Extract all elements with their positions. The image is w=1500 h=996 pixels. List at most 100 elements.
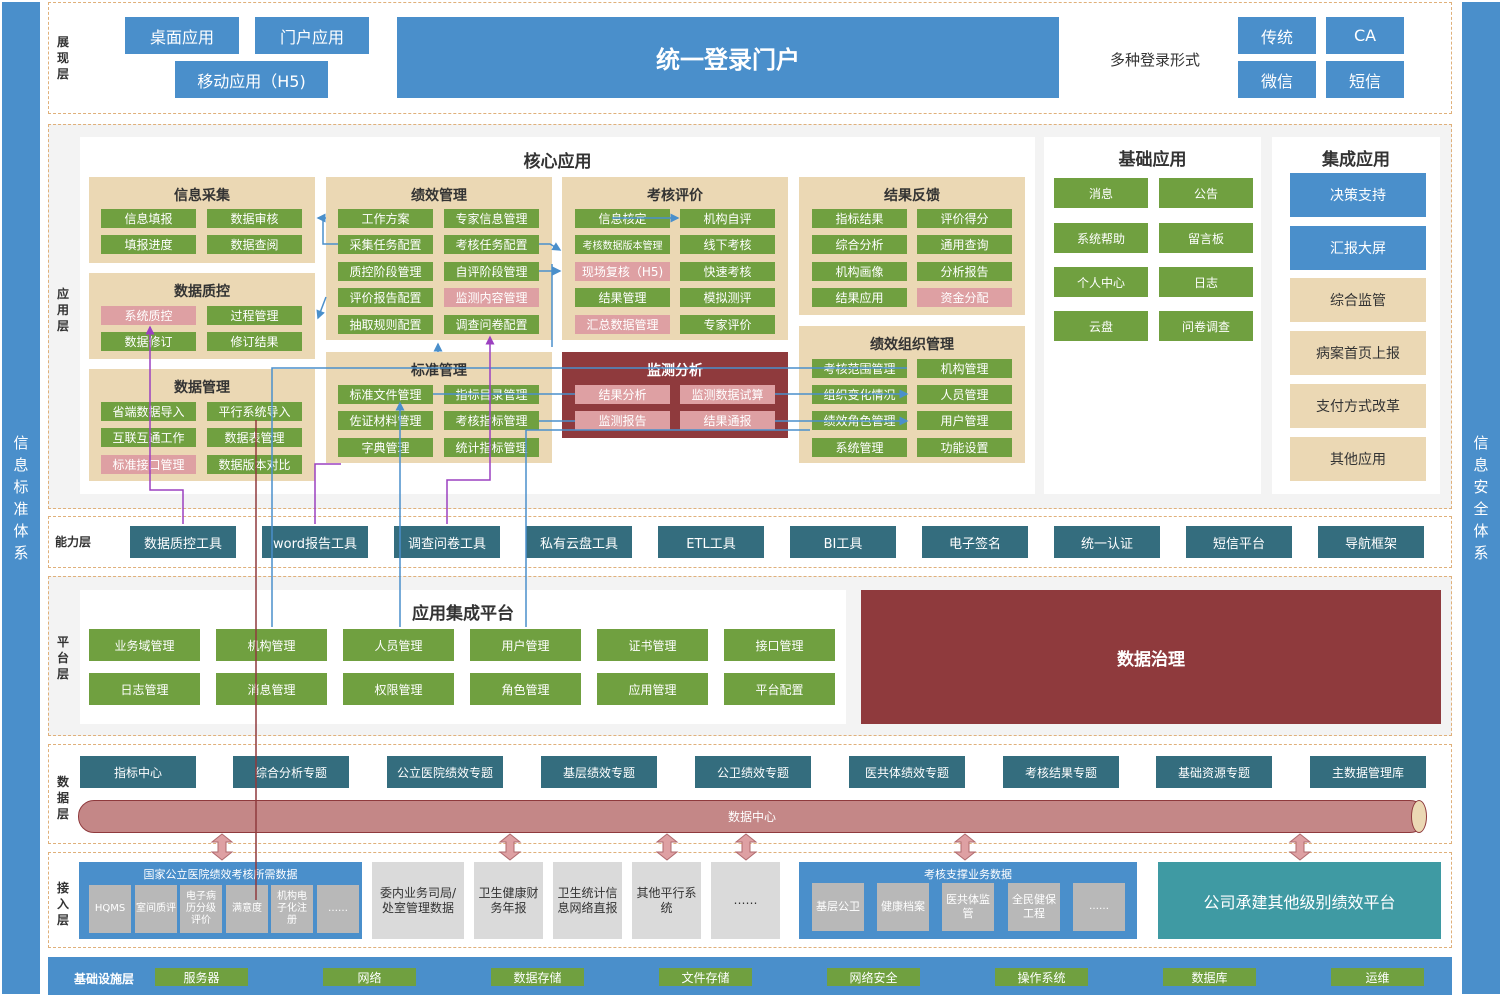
etl-tool-button[interactable]: ETL工具 (658, 526, 764, 558)
message-button[interactable]: 消息 (1054, 178, 1148, 208)
grassroots-topic-button[interactable]: 基层绩效专题 (541, 756, 657, 788)
work-plan-button[interactable]: 工作方案 (338, 209, 433, 228)
domain-mgmt-button[interactable]: 业务域管理 (89, 629, 200, 661)
public-health-topic-button[interactable]: 公卫绩效专题 (695, 756, 811, 788)
word-report-tool-button[interactable]: word报告工具 (262, 526, 368, 558)
org-profile-button[interactable]: 机构画像 (812, 262, 907, 281)
server-item[interactable]: 服务器 (155, 968, 248, 986)
staff-mgmt-button[interactable]: 人员管理 (917, 385, 1012, 404)
scope-mgmt-button[interactable]: 考核范围管理 (812, 359, 907, 378)
platform-staff-mgmt-button[interactable]: 人员管理 (343, 629, 454, 661)
expert-eval-button[interactable]: 专家评价 (680, 315, 775, 334)
permission-mgmt-button[interactable]: 权限管理 (343, 673, 454, 705)
stat-network-box[interactable]: 卫生统计信息网络直报 (553, 862, 622, 939)
data-audit-button[interactable]: 数据审核 (207, 209, 302, 228)
collect-task-button[interactable]: 采集任务配置 (338, 235, 433, 254)
assess-task-button[interactable]: 考核任务配置 (444, 235, 539, 254)
org-self-eval-button[interactable]: 机构自评 (680, 209, 775, 228)
overall-topic-button[interactable]: 综合分析专题 (233, 756, 349, 788)
cert-mgmt-button[interactable]: 证书管理 (597, 629, 708, 661)
data-revise-button[interactable]: 数据修订 (101, 332, 196, 351)
org-mgmt-button[interactable]: 机构管理 (917, 359, 1012, 378)
data-governance-block[interactable]: 数据治理 (861, 590, 1441, 724)
overall-analysis-button[interactable]: 综合分析 (812, 235, 907, 254)
company-platform-block[interactable]: 公司承建其他级别绩效平台 (1158, 862, 1441, 939)
cloud-tool-button[interactable]: 私有云盘工具 (526, 526, 632, 558)
mobile-app-button[interactable]: 移动应用（H5) (175, 61, 328, 98)
revise-result-button[interactable]: 修订结果 (207, 332, 302, 351)
desktop-app-button[interactable]: 桌面应用 (125, 17, 239, 54)
access-more-box[interactable]: …… (711, 862, 780, 939)
interface-mgmt-button[interactable]: 接口管理 (724, 629, 835, 661)
unified-login-portal[interactable]: 统一登录门户 (397, 17, 1059, 98)
dictionary-button[interactable]: 字典管理 (338, 438, 433, 457)
ops-item[interactable]: 运维 (1331, 968, 1424, 986)
fund-allocation-button[interactable]: 资金分配 (917, 288, 1012, 307)
guestbook-button[interactable]: 留言板 (1159, 223, 1253, 253)
satisfaction-box[interactable]: 满意度 (226, 885, 268, 933)
sms-platform-button[interactable]: 短信平台 (1186, 526, 1292, 558)
payment-reform-button[interactable]: 支付方式改革 (1290, 384, 1426, 428)
notice-button[interactable]: 公告 (1159, 178, 1253, 208)
assess-indicator-button[interactable]: 考核指标管理 (444, 411, 539, 430)
function-setting-button[interactable]: 功能设置 (917, 438, 1012, 457)
mock-eval-button[interactable]: 模拟测评 (680, 288, 775, 307)
stat-indicator-button[interactable]: 统计指标管理 (444, 438, 539, 457)
survey-button[interactable]: 问卷调查 (1159, 311, 1253, 341)
other-app-button[interactable]: 其他应用 (1290, 437, 1426, 481)
database-item[interactable]: 数据库 (1163, 968, 1256, 986)
other-parallel-box[interactable]: 其他平行系统 (632, 862, 701, 939)
parallel-import-button[interactable]: 平行系统导入 (207, 402, 302, 421)
report-screen-button[interactable]: 汇报大屏 (1290, 226, 1426, 270)
master-data-button[interactable]: 主数据管理库 (1310, 756, 1426, 788)
monitor-trial-button[interactable]: 监测数据试算 (680, 385, 775, 404)
process-mgmt-button[interactable]: 过程管理 (207, 306, 302, 325)
internal-dept-data-box[interactable]: 委内业务司局/处室管理数据 (372, 862, 464, 939)
app-mgmt-button[interactable]: 应用管理 (597, 673, 708, 705)
result-mgmt-button[interactable]: 结果管理 (575, 288, 670, 307)
bi-tool-button[interactable]: BI工具 (790, 526, 896, 558)
std-file-button[interactable]: 标准文件管理 (338, 385, 433, 404)
std-interface-button[interactable]: 标准接口管理 (101, 455, 196, 474)
data-storage-item[interactable]: 数据存储 (491, 968, 584, 986)
log-button[interactable]: 日志 (1159, 267, 1253, 297)
indicator-center-button[interactable]: 指标中心 (80, 756, 196, 788)
general-query-button[interactable]: 通用查询 (917, 235, 1012, 254)
grassroots-public-health-box[interactable]: 基层公卫 (812, 883, 864, 931)
survey-tool-button[interactable]: 调查问卷工具 (394, 526, 500, 558)
platform-user-mgmt-button[interactable]: 用户管理 (470, 629, 581, 661)
assess-data-version-button[interactable]: 考核数据版本管理 (575, 235, 670, 254)
province-import-button[interactable]: 省端数据导入 (101, 402, 196, 421)
role-mgmt-button[interactable]: 角色管理 (470, 673, 581, 705)
log-mgmt-button[interactable]: 日志管理 (89, 673, 200, 705)
fill-progress-button[interactable]: 填报进度 (101, 235, 196, 254)
os-item[interactable]: 操作系统 (995, 968, 1088, 986)
login-sms-button[interactable]: 短信 (1326, 61, 1404, 98)
portal-app-button[interactable]: 门户应用 (255, 17, 369, 54)
version-compare-button[interactable]: 数据版本对比 (207, 455, 302, 474)
extract-rule-button[interactable]: 抽取规则配置 (338, 315, 433, 334)
network-security-item[interactable]: 网络安全 (827, 968, 920, 986)
login-ca-button[interactable]: CA (1326, 17, 1404, 54)
system-qc-button[interactable]: 系统质控 (101, 306, 196, 325)
medical-community-topic-button[interactable]: 医共体绩效专题 (849, 756, 965, 788)
e-sign-button[interactable]: 电子签名 (922, 526, 1028, 558)
case-upload-button[interactable]: 病案首页上报 (1290, 331, 1426, 375)
survey-config-button[interactable]: 调查问卷配置 (444, 315, 539, 334)
community-supervision-box[interactable]: 医共体监管 (942, 883, 994, 931)
evidence-mgmt-button[interactable]: 佐证材料管理 (338, 411, 433, 430)
report-config-button[interactable]: 评价报告配置 (338, 288, 433, 307)
national-more-box[interactable]: …… (317, 885, 359, 933)
analysis-report-button[interactable]: 分析报告 (917, 262, 1012, 281)
eval-score-button[interactable]: 评价得分 (917, 209, 1012, 228)
supervision-button[interactable]: 综合监管 (1290, 278, 1426, 322)
monitor-content-button[interactable]: 监测内容管理 (444, 288, 539, 307)
hqms-box[interactable]: HQMS (89, 885, 131, 933)
network-item[interactable]: 网络 (323, 968, 416, 986)
support-more-box[interactable]: …… (1073, 883, 1125, 931)
finance-report-box[interactable]: 卫生健康财务年报 (474, 862, 543, 939)
e-registration-box[interactable]: 机构电子化注册 (271, 885, 313, 933)
health-record-box[interactable]: 健康档案 (877, 883, 929, 931)
login-traditional-button[interactable]: 传统 (1238, 17, 1316, 54)
table-mgmt-button[interactable]: 数据表管理 (207, 428, 302, 447)
